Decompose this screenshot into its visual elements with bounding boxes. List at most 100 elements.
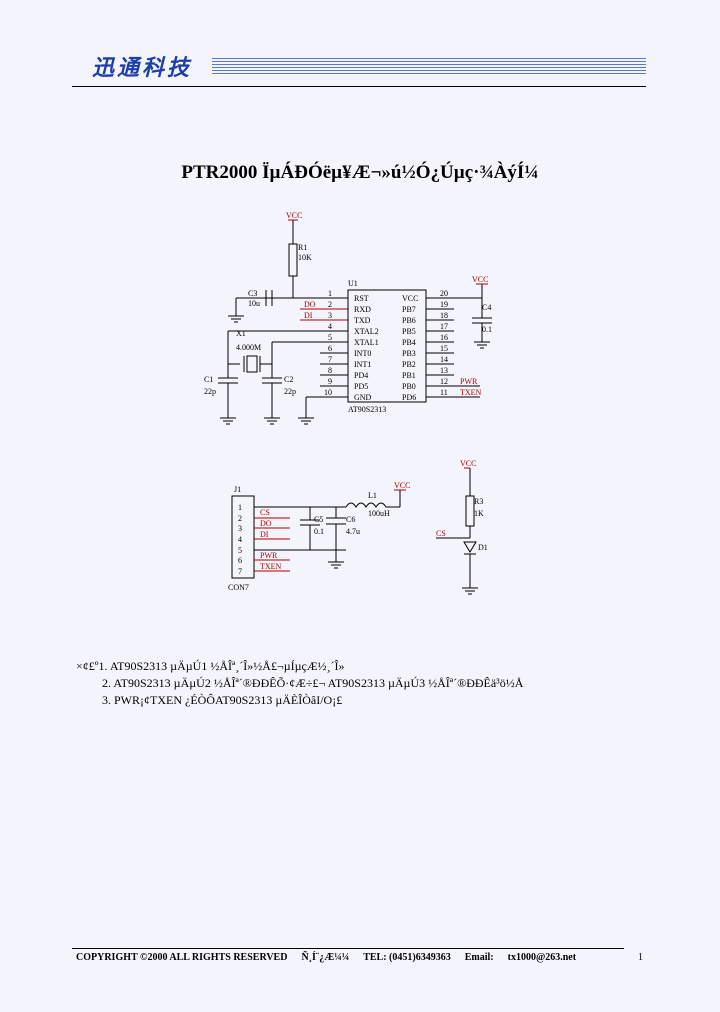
c4-label: C4 <box>482 303 491 312</box>
pin-left-1: RST <box>354 294 369 303</box>
c5-label: C5 <box>314 515 323 524</box>
circuit-schematic: VCC R1 10K C3 10u DO DI U1 AT90S2313 RST… <box>204 211 492 595</box>
pin-right-11: PD6 <box>402 393 416 402</box>
j1-pin-2: 2 <box>238 514 242 523</box>
j1-cs-label: CS <box>260 508 270 517</box>
vcc2-label: VCC <box>472 275 488 284</box>
header-rule <box>72 86 646 87</box>
note-3: 3. PWR¡¢TXEN ¿ÉÒÔAT90S2313 µÄÈÎÒâI/O¡£ <box>102 693 343 707</box>
note-1: ×¢£º1. AT90S2313 µÄµÚ1 ½ÅÎª¸´Î»½Å£¬µÍµçÆ… <box>76 659 345 673</box>
c4-value: 0.1 <box>482 325 492 334</box>
l1-label: L1 <box>368 491 377 500</box>
vcc3-label: VCC <box>394 481 410 490</box>
footer-email-label: Email: <box>464 952 494 963</box>
j1-pin-4: 4 <box>238 535 242 544</box>
num-left-7: 7 <box>328 355 332 364</box>
pin-right-19: PB7 <box>402 305 416 314</box>
j1-pin-5: 5 <box>238 546 242 555</box>
pin-left-4: XTAL2 <box>354 327 379 336</box>
di-label: DI <box>304 311 313 320</box>
num-left-1: 1 <box>328 289 332 298</box>
pin-right-14: PB2 <box>402 360 416 369</box>
num-left-9: 9 <box>328 377 332 386</box>
num-left-8: 8 <box>328 366 332 375</box>
l1-value: 100uH <box>368 509 390 518</box>
x1-label: X1 <box>236 329 246 338</box>
footer-copyright: COPYRIGHT ©2000 ALL RIGHTS RESERVED <box>76 952 288 963</box>
pin-right-17: PB5 <box>402 327 416 336</box>
num-left-5: 5 <box>328 333 332 342</box>
pin-left-9: PD5 <box>354 382 368 391</box>
num-left-10: 10 <box>324 388 332 397</box>
j1-txen-label: TXEN <box>260 562 282 571</box>
cs-label: CS <box>436 529 446 538</box>
c6-value: 4.7u <box>346 527 360 536</box>
do-label: DO <box>304 300 316 309</box>
page-title: PTR2000 ÏµÁÐÓëµ¥Æ¬»ú½Ó¿Úµç·¾ÀýÍ¼ <box>181 162 539 183</box>
c2-value: 22p <box>284 387 296 396</box>
num-right-18: 18 <box>440 311 448 320</box>
con-label: CON7 <box>228 583 249 592</box>
pwr-label: PWR <box>460 377 478 386</box>
num-left-3: 3 <box>328 311 332 320</box>
num-left-4: 4 <box>328 322 332 331</box>
num-left-2: 2 <box>328 300 332 309</box>
num-right-19: 19 <box>440 300 448 309</box>
r3-label: R3 <box>474 497 483 506</box>
pin-left-2: RXD <box>354 305 371 314</box>
vcc4-label: VCC <box>460 459 476 468</box>
r1-label: R1 <box>298 243 307 252</box>
pin-right-12: PB0 <box>402 382 416 391</box>
num-right-12: 12 <box>440 377 448 386</box>
c6-label: C6 <box>346 515 355 524</box>
r3-value: 1K <box>474 509 484 518</box>
pin-left-6: INT0 <box>354 349 371 358</box>
num-right-14: 14 <box>440 355 448 364</box>
footer-email: tx1000@263.net <box>507 952 577 963</box>
footer-tel: TEL: (0451)6349363 <box>363 952 451 963</box>
txen-label: TXEN <box>460 388 482 397</box>
pin-left-8: PD4 <box>354 371 368 380</box>
company-logo: 迅通科技 <box>92 56 193 81</box>
c5-value: 0.1 <box>314 527 324 536</box>
pin-right-16: PB4 <box>402 338 416 347</box>
d1-label: D1 <box>478 543 488 552</box>
x1-value: 4.000M <box>236 343 261 352</box>
j1-label: J1 <box>234 485 241 494</box>
c2-label: C2 <box>284 375 293 384</box>
pin-left-7: INT1 <box>354 360 371 369</box>
j1-pin-7: 7 <box>238 567 242 576</box>
notes-block: ×¢£º1. AT90S2313 µÄµÚ1 ½ÅÎª¸´Î»½Å£¬µÍµçÆ… <box>76 658 523 709</box>
num-right-15: 15 <box>440 344 448 353</box>
j1-pwr-label: PWR <box>260 551 278 560</box>
u1-label: U1 <box>348 279 358 288</box>
num-right-11: 11 <box>440 388 448 397</box>
pin-right-20: VCC <box>402 294 418 303</box>
num-left-6: 6 <box>328 344 332 353</box>
r1-value: 10K <box>298 253 312 262</box>
num-right-13: 13 <box>440 366 448 375</box>
vcc1-label: VCC <box>286 211 302 220</box>
pin-right-13: PB1 <box>402 371 416 380</box>
pin-left-3: TXD <box>354 316 371 325</box>
c1-label: C1 <box>204 375 213 384</box>
chip-name: AT90S2313 <box>348 405 386 414</box>
c1-value: 22p <box>204 387 216 396</box>
num-right-17: 17 <box>440 322 448 331</box>
j1-di-label: DI <box>260 530 269 539</box>
num-right-20: 20 <box>440 289 448 298</box>
page-number: 1 <box>638 952 643 963</box>
pin-left-5: XTAL1 <box>354 338 379 347</box>
j1-do-label: DO <box>260 519 272 528</box>
j1-pin-3: 3 <box>238 524 242 533</box>
c3-value: 10u <box>248 299 260 308</box>
pin-left-10: GND <box>354 393 372 402</box>
num-right-16: 16 <box>440 333 448 342</box>
note-2: 2. AT90S2313 µÄµÚ2 ½ÅÎª´®ÐÐÊÕ·¢Æ÷£¬ AT90… <box>102 676 524 690</box>
pin-right-15: PB3 <box>402 349 416 358</box>
pin-right-18: PB6 <box>402 316 416 325</box>
j1-pin-1: 1 <box>238 503 242 512</box>
j1-pin-6: 6 <box>238 556 242 565</box>
header-stripes <box>212 58 646 76</box>
